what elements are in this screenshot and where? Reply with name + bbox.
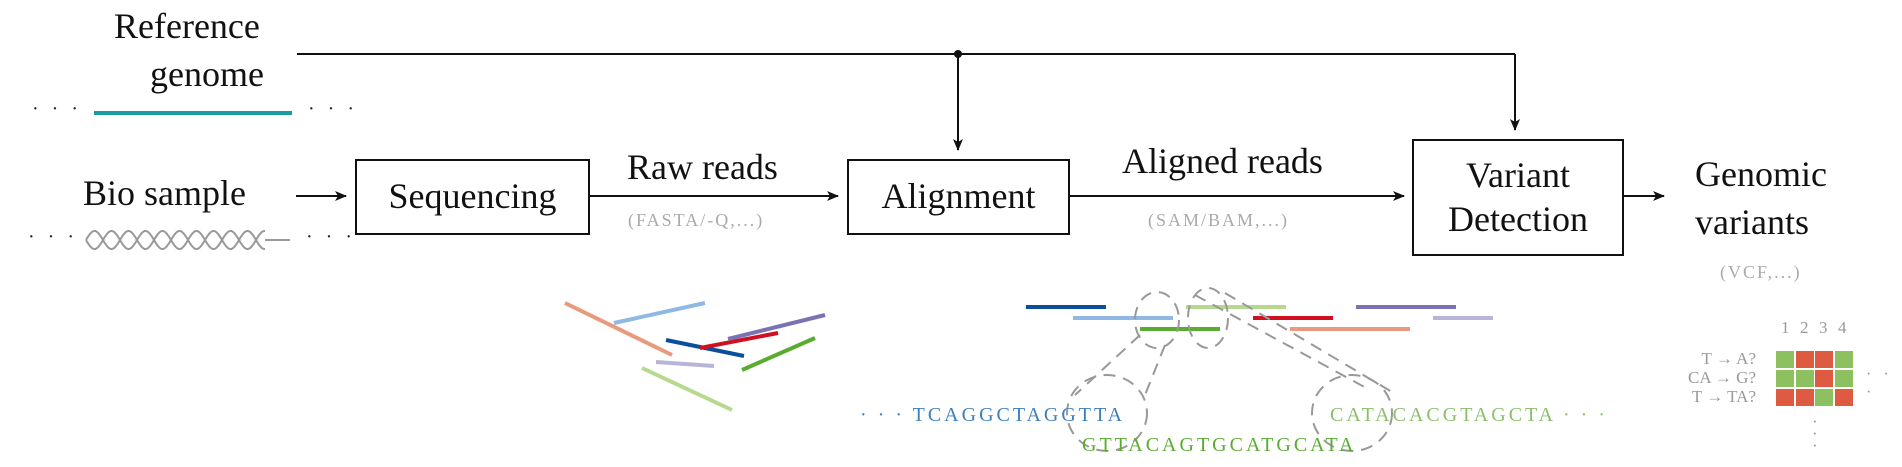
matrix-more-rows: · · · [1812, 413, 1818, 455]
aligned-reads-label: Aligned reads [1122, 141, 1323, 181]
aligned-reads-illustration [1026, 305, 1493, 331]
raw-read [699, 331, 779, 350]
matrix-cell-match [1834, 351, 1853, 368]
aligned-reads-format: (SAM/BAM,...) [1148, 210, 1290, 230]
matrix-col-label: 4 [1838, 318, 1847, 337]
matrix-cell-variant [1834, 389, 1853, 406]
reference-genome-label-line2: genome [150, 54, 264, 94]
alignment-label: Alignment [881, 176, 1036, 217]
raw-read [655, 360, 715, 368]
raw-reads-format: (FASTA/-Q,...) [628, 210, 765, 230]
raw-read [741, 336, 816, 372]
matrix-cell-match [1776, 370, 1794, 387]
matrix-cell-match [1795, 370, 1814, 387]
genomic-variants-format: (VCF,...) [1720, 262, 1802, 282]
reference-ellipsis-left: · · · [32, 98, 82, 120]
matrix-cell-variant [1815, 370, 1833, 387]
matrix-cell-variant [1776, 389, 1794, 406]
genomic-variants-label-line2: variants [1695, 202, 1809, 242]
raw-read [727, 313, 826, 341]
matrix-cell-match [1834, 370, 1853, 387]
genomic-variants-label-line1: Genomic [1695, 154, 1827, 194]
sequencing-box: Sequencing [355, 159, 590, 235]
matrix-row-label: T → TA? [1691, 387, 1756, 406]
zoom-callouts [1066, 287, 1393, 452]
reference-ellipsis-right: · · · [308, 98, 358, 120]
alignment-box: Alignment [847, 159, 1070, 235]
matrix-cell-variant [1795, 351, 1814, 368]
read-sequence-middle: GTTACAGTGCATGCATA [1082, 434, 1357, 456]
sample-ellipsis-left: · · · [28, 226, 78, 248]
ellipsis-dot: · [1812, 424, 1818, 443]
dna-helix-icon [85, 230, 290, 250]
raw-read [641, 366, 733, 412]
matrix-col-label: 3 [1819, 318, 1828, 337]
matrix-col-label: 1 [1781, 318, 1790, 337]
ellipsis-dot: · [1812, 412, 1818, 431]
reference-sequence-right: CATACACGTAGCTA · · · [1330, 404, 1608, 426]
ellipsis-dot: · [1812, 436, 1818, 455]
matrix-cell-variant [1815, 351, 1833, 368]
variant-detection-box: Variant Detection [1412, 139, 1624, 256]
matrix-row-label: CA → G? [1688, 368, 1756, 387]
raw-reads-label: Raw reads [627, 147, 778, 187]
matrix-cell-match [1776, 351, 1794, 368]
matrix-row-label: T → A? [1701, 349, 1756, 368]
variant-detection-label-line2: Detection [1448, 198, 1588, 239]
matrix-cell-variant [1795, 389, 1814, 406]
sample-ellipsis-right: · · · [306, 226, 356, 248]
bio-sample-label: Bio sample [83, 173, 246, 213]
variant-detection-label-line1: Variant [1466, 155, 1570, 196]
matrix-col-label: 2 [1800, 318, 1809, 337]
matrix-more-columns: · · · [1866, 366, 1893, 401]
raw-read [613, 301, 706, 325]
raw-reads-illustration [564, 301, 826, 412]
sequencing-label: Sequencing [388, 176, 557, 217]
reference-sequence-left: · · · TCAGGCTAGGTTA [860, 404, 1126, 426]
matrix-cell-match [1815, 389, 1833, 406]
reference-genome-label-line1: Reference [114, 6, 260, 46]
raw-read [564, 301, 673, 357]
